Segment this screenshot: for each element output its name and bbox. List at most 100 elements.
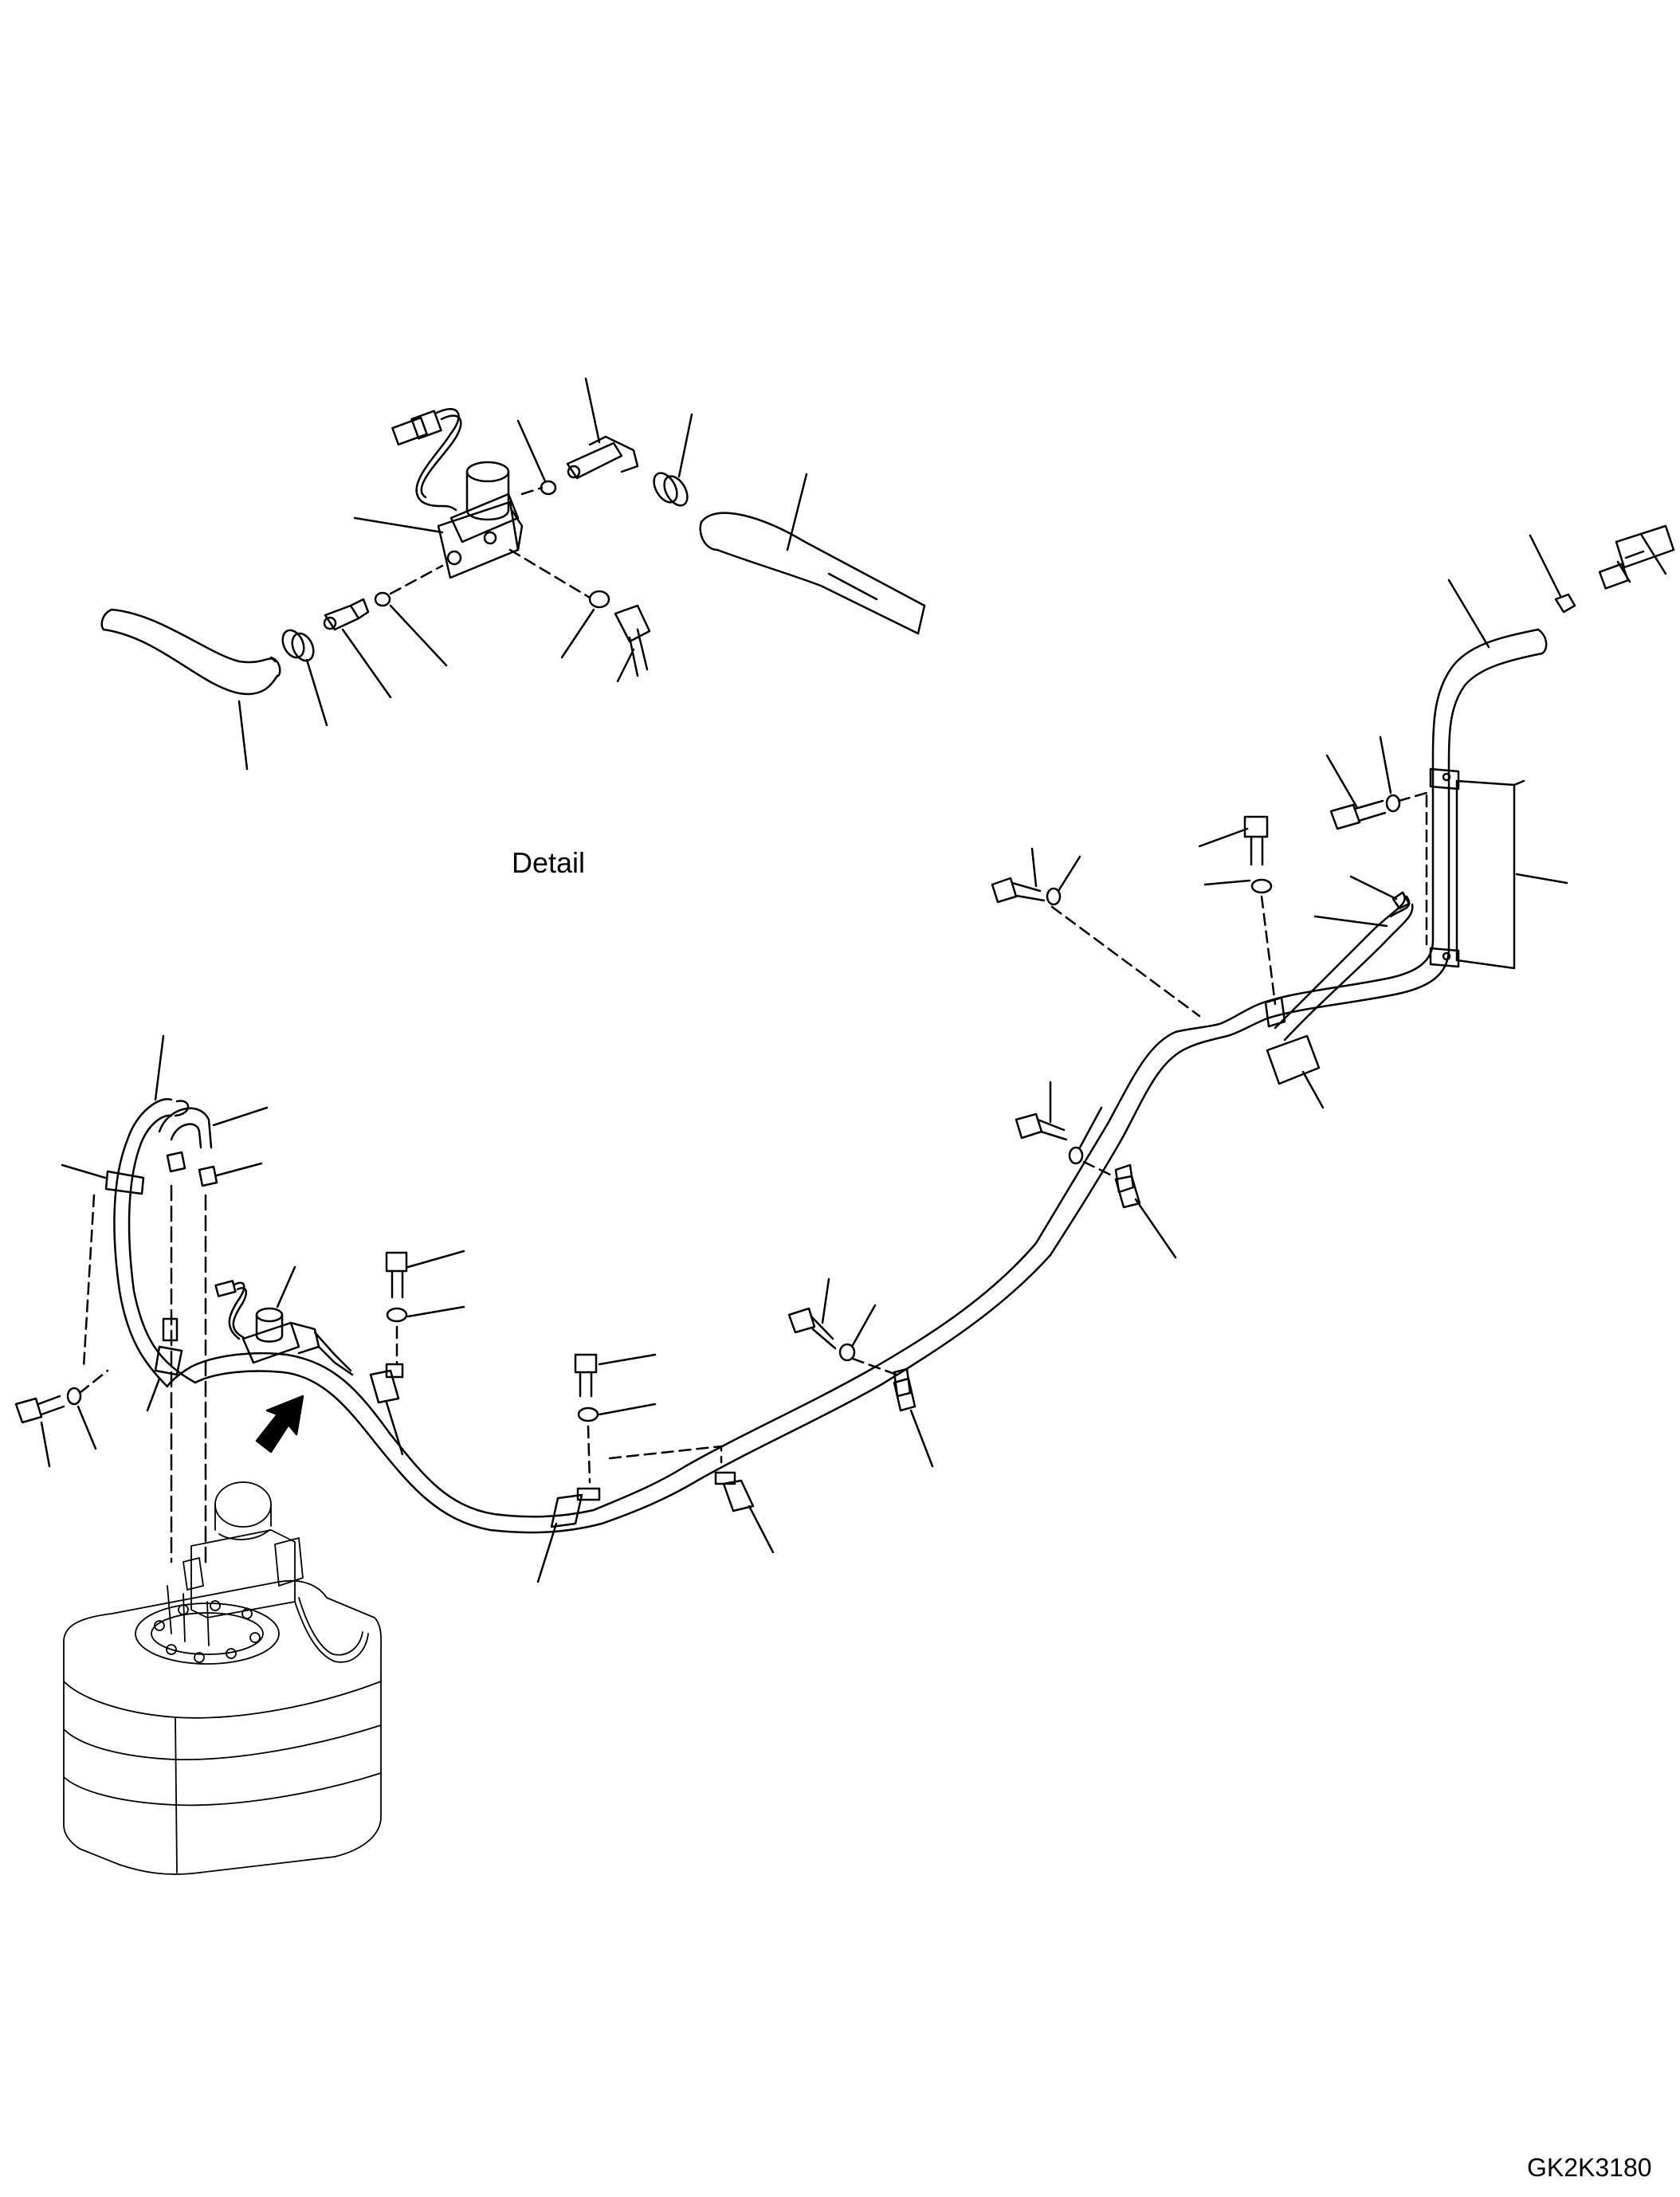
assembly-line	[80, 1371, 108, 1393]
elbow-fitting	[1393, 893, 1409, 908]
washer	[840, 1344, 854, 1360]
bolt	[575, 1355, 596, 1396]
assembly-line	[610, 1446, 721, 1462]
branch-hose	[1275, 893, 1412, 1040]
leader-line	[155, 1036, 163, 1100]
detail-label: Detail	[512, 846, 586, 879]
leader-line	[1351, 877, 1396, 899]
end-fitting	[1600, 526, 1674, 588]
band-clamp	[155, 1347, 182, 1375]
leader-line	[1136, 1199, 1176, 1257]
view-arrow-icon	[257, 1396, 303, 1452]
band-clamp	[894, 1379, 915, 1410]
washer	[590, 591, 609, 607]
assembly-line	[1399, 793, 1427, 801]
nut	[1556, 594, 1575, 612]
leader-line	[618, 649, 634, 681]
leader-line	[391, 606, 446, 665]
mounting-bracket	[1457, 781, 1524, 968]
leader-line	[599, 1355, 655, 1364]
leader-line	[1530, 536, 1560, 596]
bolt	[387, 1253, 406, 1297]
leader-line	[277, 1267, 295, 1307]
drawing-number: GK2K3180	[1527, 2153, 1652, 2182]
leader-line	[586, 379, 599, 442]
solenoid-valve	[438, 462, 522, 578]
hose-clip	[387, 1364, 402, 1377]
hose-clip	[1431, 948, 1458, 967]
assembly-line	[1052, 907, 1199, 1016]
hose	[701, 513, 924, 634]
washer	[68, 1388, 80, 1404]
cap	[199, 1167, 217, 1186]
leader-line	[911, 1410, 932, 1466]
hose-clip	[106, 1171, 143, 1194]
leader-line	[1080, 1108, 1101, 1148]
bolt	[1331, 801, 1385, 829]
leader-line	[1058, 857, 1080, 891]
assembly-line	[510, 550, 590, 598]
leader-line	[78, 1406, 96, 1449]
band-clamp	[724, 1481, 753, 1511]
leader-line	[41, 1422, 49, 1466]
detail-view	[102, 379, 924, 769]
o-ring	[541, 481, 555, 494]
leader-line	[562, 610, 594, 657]
bolt	[992, 878, 1044, 902]
main-assembly	[16, 526, 1674, 1582]
leader-line	[239, 701, 247, 769]
assembly-line	[1262, 896, 1275, 1004]
leader-line	[1380, 737, 1391, 793]
riser-hose	[114, 1099, 211, 1387]
leader-line	[307, 660, 327, 725]
connector	[392, 409, 461, 510]
leader-line	[387, 1403, 402, 1454]
hose-clip	[1266, 998, 1285, 1026]
assembly-line	[588, 1426, 590, 1482]
leader-line	[822, 1279, 829, 1323]
assembly-line	[391, 566, 442, 594]
leader-line	[343, 630, 391, 697]
leader-line	[1205, 881, 1250, 885]
hose-clip	[163, 1319, 177, 1340]
bolt	[789, 1308, 835, 1348]
leader-line	[1315, 916, 1387, 926]
leader-line	[408, 1307, 464, 1316]
leader-line	[853, 1305, 875, 1345]
band-clamp	[1267, 1036, 1319, 1084]
leader-line	[1303, 1072, 1323, 1108]
leader-line	[147, 1379, 159, 1410]
leader-line	[408, 1251, 464, 1267]
washer	[1070, 1148, 1082, 1163]
cap	[167, 1152, 185, 1171]
leader-line	[538, 1524, 556, 1582]
leader-line	[214, 1108, 267, 1125]
leader-line	[1517, 874, 1567, 883]
leader-line	[1449, 580, 1489, 647]
band-clamp	[1116, 1176, 1140, 1207]
assembly-line	[84, 1195, 94, 1367]
leader-line	[1327, 755, 1356, 806]
elbow-fitting	[567, 437, 638, 478]
bolt	[1245, 817, 1267, 865]
band-clamp	[551, 1495, 582, 1527]
main-hose	[167, 630, 1546, 1532]
washer	[387, 1308, 406, 1321]
hose-clamp	[650, 469, 693, 510]
clip-hole	[1443, 774, 1450, 780]
washer	[1047, 889, 1060, 904]
washer	[1387, 795, 1399, 811]
band-clamp	[371, 1371, 398, 1403]
washer	[579, 1408, 598, 1421]
hose-clip	[1431, 769, 1458, 789]
leader-line	[599, 1404, 655, 1414]
clip-hole	[1443, 953, 1450, 959]
hose-clip	[716, 1473, 735, 1484]
leader-line	[787, 474, 807, 550]
leader-line	[679, 414, 692, 477]
bolt	[16, 1396, 64, 1422]
leader-line	[355, 518, 442, 532]
hose	[102, 610, 281, 694]
leader-line	[1199, 829, 1247, 846]
